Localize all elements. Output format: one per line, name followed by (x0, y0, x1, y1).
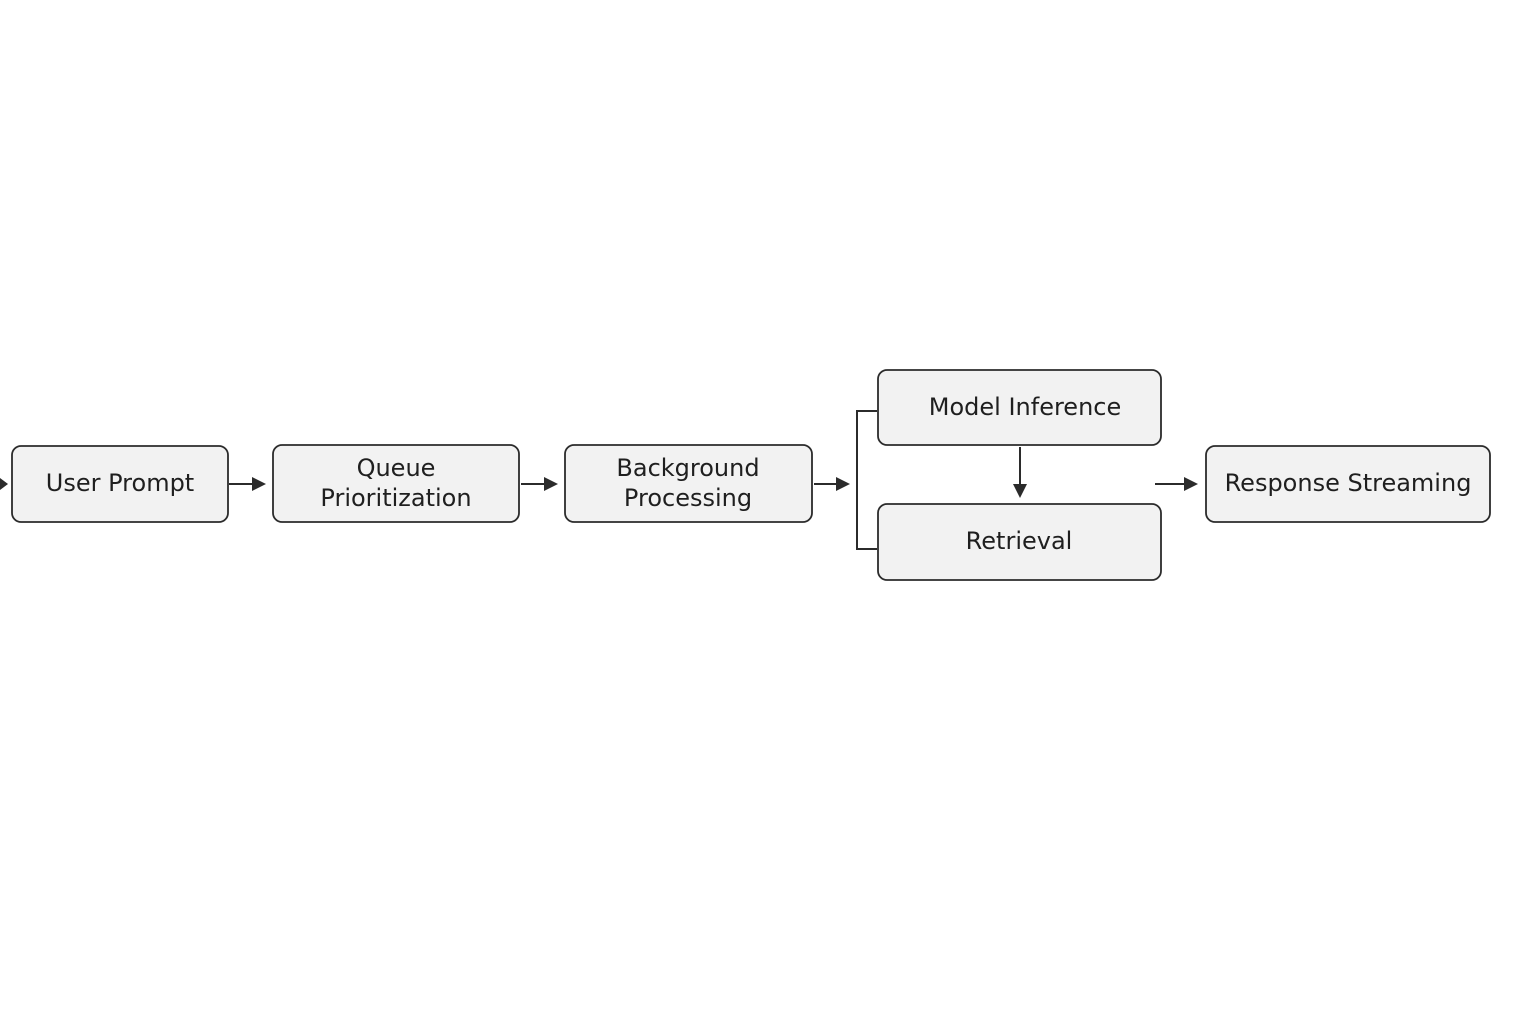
node-user-prompt-label: User Prompt (46, 469, 194, 497)
arrow-entry (0, 478, 8, 490)
arrow-queue-to-background (521, 477, 558, 491)
node-response-streaming[interactable]: Response Streaming (1205, 445, 1491, 523)
node-background-processing-label-line1: Background (616, 454, 759, 482)
node-retrieval[interactable]: Retrieval (877, 503, 1162, 581)
node-response-streaming-label: Response Streaming (1225, 469, 1472, 497)
node-model-inference[interactable]: Model Inference (877, 369, 1162, 446)
node-background-processing[interactable]: Background Processing (564, 444, 813, 523)
node-queue-prioritization-label-line2: Prioritization (320, 484, 471, 512)
arrow-user-prompt-to-queue (229, 477, 266, 491)
branch-bracket (856, 410, 877, 550)
arrow-background-to-branch (814, 477, 850, 491)
node-user-prompt[interactable]: User Prompt (11, 445, 229, 523)
arrow-inference-to-retrieval (1013, 447, 1027, 498)
node-model-inference-label: Model Inference (929, 393, 1121, 421)
node-retrieval-label: Retrieval (966, 527, 1073, 555)
arrow-to-response-streaming (1155, 477, 1198, 491)
node-queue-prioritization-label-line1: Queue (357, 454, 436, 482)
node-background-processing-label-line2: Processing (624, 484, 752, 512)
node-queue-prioritization[interactable]: Queue Prioritization (272, 444, 520, 523)
